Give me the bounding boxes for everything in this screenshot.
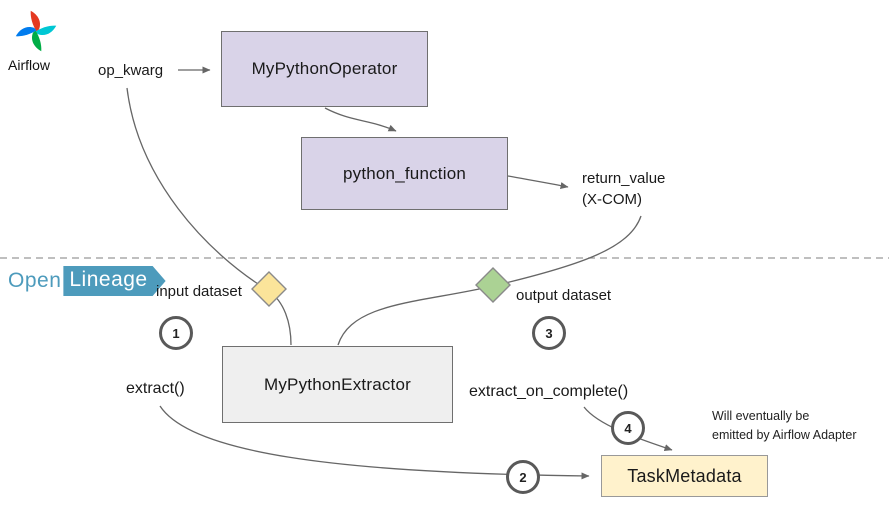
extract-label: extract() [126,380,185,397]
node-my-python-extractor: MyPythonExtractor [222,346,453,423]
airflow-logo-icon [15,10,57,52]
extract-on-complete-label: extract_on_complete() [469,383,629,400]
input-dataset-diamond-icon [251,271,287,307]
output-dataset-label: output dataset [516,287,612,304]
edge-op-kwarg-to-extractor-via-input-dataset [126,87,292,346]
edge-operator-to-python-function [324,107,397,132]
adapter-note-line1: Will eventually be [712,409,810,423]
airflow-wordmark: Airflow [8,57,51,73]
openlineage-logo-open-text: Open [8,269,62,292]
openlineage-logo: Open Lineage [8,266,166,296]
edge-python-function-to-return-value [507,175,569,189]
node-my-python-operator: MyPythonOperator [221,31,428,107]
step-circle-1: 1 [159,316,193,350]
output-dataset-diamond-icon [475,267,511,303]
openlineage-logo-lineage-badge: Lineage [63,266,165,296]
node-task-metadata: TaskMetadata [601,455,768,497]
op-kwarg-label: op_kwarg [98,62,164,79]
edge-extract-to-task-metadata [159,405,590,480]
adapter-note: Will eventually be emitted by Airflow Ad… [712,407,857,445]
step-circle-4: 4 [611,411,645,445]
input-dataset-label: input dataset [156,283,242,300]
return-value-line1: return_value [582,170,666,187]
step-circle-2: 2 [506,460,540,494]
return-value-label: return_value (X-COM) [582,168,665,210]
step-circle-3: 3 [532,316,566,350]
adapter-note-line2: emitted by Airflow Adapter [712,428,857,442]
node-python-function: python_function [301,137,508,210]
return-value-line2: (X-COM) [582,191,642,208]
